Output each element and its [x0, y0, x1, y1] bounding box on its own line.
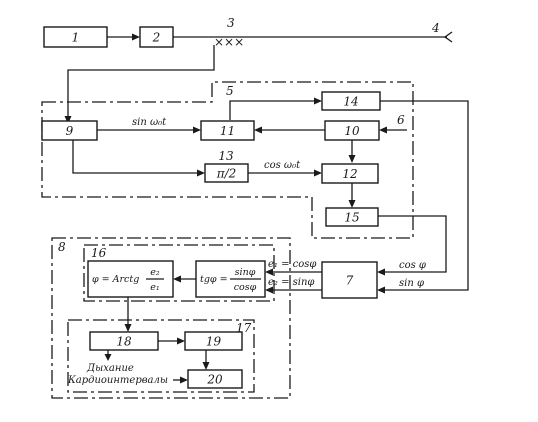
- arrowhead: [379, 126, 387, 134]
- ref-13: 13: [218, 149, 234, 163]
- arrowhead: [377, 268, 385, 276]
- tg-formula-lhs: tgφ =: [200, 274, 228, 285]
- signal-cos-phi: cos φ: [399, 260, 426, 271]
- block-10-label: 10: [344, 124, 360, 138]
- link-9-13: [72, 140, 201, 174]
- block-7: [321, 261, 378, 299]
- block-9-label: 9: [66, 124, 74, 138]
- ref-16: 16: [91, 246, 107, 260]
- block-19-label: 19: [206, 335, 222, 349]
- arrowhead: [314, 97, 322, 105]
- block-20: [187, 369, 243, 389]
- block-15-label: 15: [344, 211, 359, 225]
- arrowhead: [132, 33, 140, 41]
- arrowhead: [265, 268, 273, 276]
- signal-sin-w0t: sin ω₀t: [132, 117, 167, 128]
- arrowhead: [348, 155, 356, 163]
- arrowhead: [124, 324, 132, 332]
- block-11-label: 11: [220, 124, 235, 138]
- block-9: [41, 120, 98, 141]
- block-20-label: 20: [206, 373, 223, 387]
- output-cardio-intervals: Кардиоинтервалы: [67, 375, 168, 386]
- block-10: [324, 120, 380, 141]
- block-18: [89, 331, 159, 351]
- output-breathing: Дыхание: [86, 363, 134, 374]
- antenna-marks: ×××: [214, 35, 244, 49]
- block-2: [139, 26, 174, 48]
- enclosure-5: [41, 81, 414, 239]
- ref-3: 3: [227, 16, 235, 30]
- enclosure-8: [51, 237, 291, 399]
- block-12-label: 12: [342, 167, 357, 181]
- ref-5: 5: [226, 84, 234, 98]
- arrowhead: [254, 126, 262, 134]
- arrowhead: [173, 275, 181, 283]
- ref-17: 17: [236, 321, 252, 335]
- arrowhead: [64, 116, 72, 124]
- link-14-7: [380, 100, 469, 291]
- block-7-label: 7: [346, 274, 354, 288]
- arrowhead: [348, 200, 356, 208]
- arrowhead: [193, 126, 201, 134]
- arrowhead: [104, 354, 112, 361]
- block-11: [200, 120, 255, 141]
- tg-formula-num: sinφ: [235, 267, 256, 278]
- ref-8: 8: [58, 240, 66, 254]
- link-3-9: [67, 45, 215, 120]
- ref-6: 6: [397, 113, 405, 127]
- signal-e2: e₂ = sinφ: [268, 277, 314, 288]
- block-12: [321, 163, 379, 184]
- arrowhead: [177, 337, 185, 345]
- enclosure-17: [67, 319, 255, 393]
- link-11-14: [229, 100, 318, 120]
- block-15: [325, 207, 379, 227]
- block-1: [43, 26, 108, 48]
- arctg-formula-num: e₂: [150, 267, 160, 278]
- block-14: [321, 91, 381, 111]
- block-1-label: 1: [72, 31, 80, 45]
- block-13-label: π/2: [216, 167, 237, 181]
- arrowhead: [202, 362, 210, 370]
- signal-cos-w0t: cos ω₀t: [264, 160, 301, 171]
- arrowhead: [180, 376, 188, 384]
- link-15-7: [378, 215, 447, 273]
- enclosure-16: [83, 244, 275, 302]
- block-2-label: 2: [152, 31, 161, 45]
- block-13: [204, 163, 249, 183]
- arrowhead: [314, 169, 322, 177]
- signal-sin-phi: sin φ: [399, 278, 424, 289]
- ref-4: 4: [431, 21, 440, 35]
- block-18-label: 18: [116, 335, 132, 349]
- signal-e1: e₁ = cosφ: [268, 259, 316, 270]
- arrowhead: [197, 169, 205, 177]
- arrowhead: [377, 286, 385, 294]
- arctg-formula-lhs: φ = Arctg: [92, 274, 139, 285]
- block-14-label: 14: [343, 95, 358, 109]
- arrowhead-4: [443, 31, 453, 43]
- tg-formula-den: cosφ: [234, 282, 257, 293]
- arrowhead: [265, 286, 273, 294]
- arctg-formula-den: e₁: [150, 282, 159, 293]
- block-19: [184, 331, 243, 351]
